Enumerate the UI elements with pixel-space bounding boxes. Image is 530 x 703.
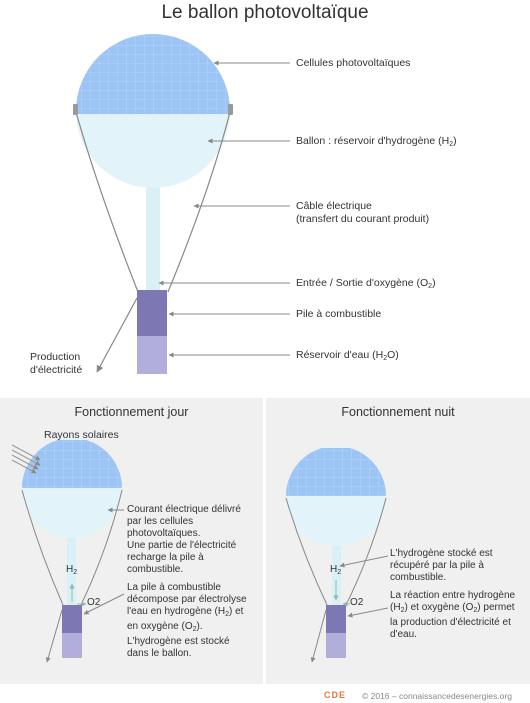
cde-logo: CDE (324, 690, 347, 700)
day-title: Fonctionnement jour (74, 405, 189, 419)
label-water: Réservoir d'eau (H2O) (296, 349, 399, 362)
main-production-arrow (96, 297, 138, 373)
main-cable-right (167, 111, 231, 293)
day-sun-label: Rayons solaires (44, 429, 119, 441)
footer-credit: © 2016 – connaissancedesenergies.org (362, 691, 512, 701)
night-title: Fonctionnement nuit (341, 405, 455, 419)
label-balloon: Ballon : réservoir d'hydrogène (H2) (296, 135, 457, 148)
main-water-tank (137, 336, 167, 374)
day-balloon (11, 438, 125, 663)
main-balloon (73, 34, 233, 374)
main-tube (146, 182, 160, 292)
label-cable: Câble électrique(transfert du courant pr… (296, 200, 430, 225)
main-fuel-cell (137, 290, 167, 336)
night-o2-label: O2 (350, 597, 364, 608)
night-panel (266, 398, 530, 684)
label-cells: Cellules photovoltaïques (296, 57, 411, 69)
night-h2-label: H2 (330, 564, 342, 576)
day-o2-label: O2 (87, 597, 101, 608)
day-panel (0, 398, 263, 684)
night-description: L'hydrogène stocké est récupéré par la p… (390, 548, 516, 640)
day-h2-label: H2 (66, 564, 78, 576)
main-cable-left (75, 111, 139, 293)
page-title: Le ballon photovoltaïque (161, 2, 369, 23)
night-balloon (285, 446, 389, 663)
label-fuel-cell: Pile à combustible (296, 308, 382, 320)
day-description: Courant électrique délivré par les cellu… (127, 504, 247, 659)
label-oxygen: Entrée / Sortie d'oxygène (O2) (296, 277, 436, 290)
